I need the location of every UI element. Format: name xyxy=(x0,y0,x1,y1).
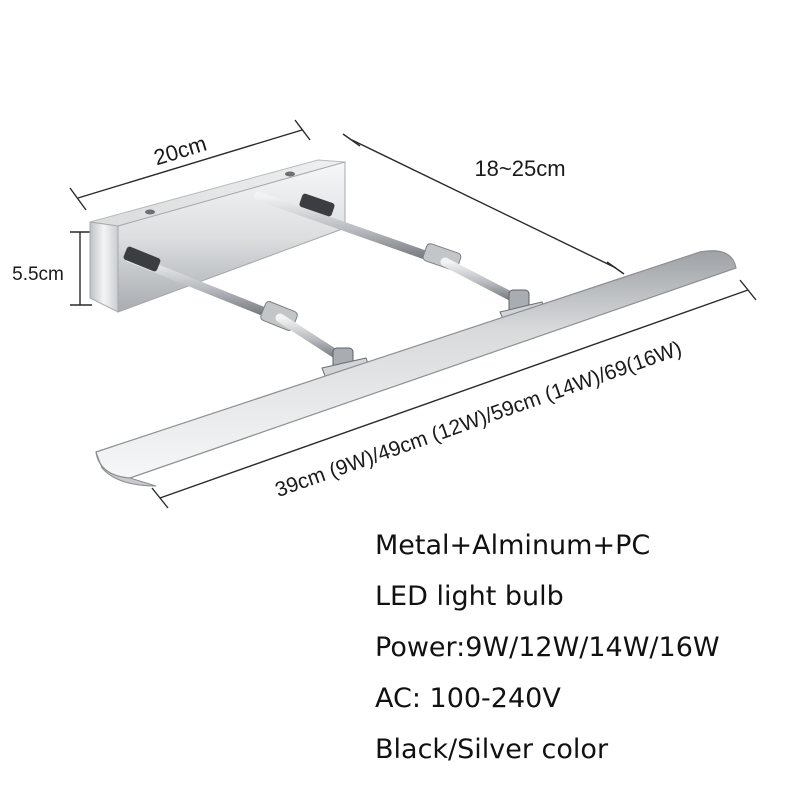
height-dimension: 5.5cm xyxy=(12,231,92,306)
length-dimension: 39cm (9W)/49cm (12W)/59cm (14W)/69(16W) xyxy=(151,279,757,509)
spec-power: Power:9W/12W/14W/16W xyxy=(375,632,720,663)
spec-bulb: LED light bulb xyxy=(375,581,564,612)
screw-hole-icon xyxy=(285,171,295,177)
screw-hole-icon xyxy=(145,209,155,215)
led-light-bar xyxy=(95,250,737,487)
width-label: 20cm xyxy=(151,131,210,171)
spec-material: Metal+Alminum+PC xyxy=(375,530,651,561)
height-label: 5.5cm xyxy=(12,264,64,285)
depth-label: 18~25cm xyxy=(474,156,565,181)
spec-voltage: AC: 100-240V xyxy=(375,683,561,714)
spec-list: Metal+Alminum+PC LED light bulb Power:9W… xyxy=(375,520,795,775)
depth-dimension: 18~25cm xyxy=(342,133,625,275)
spec-color: Black/Silver color xyxy=(375,734,609,765)
